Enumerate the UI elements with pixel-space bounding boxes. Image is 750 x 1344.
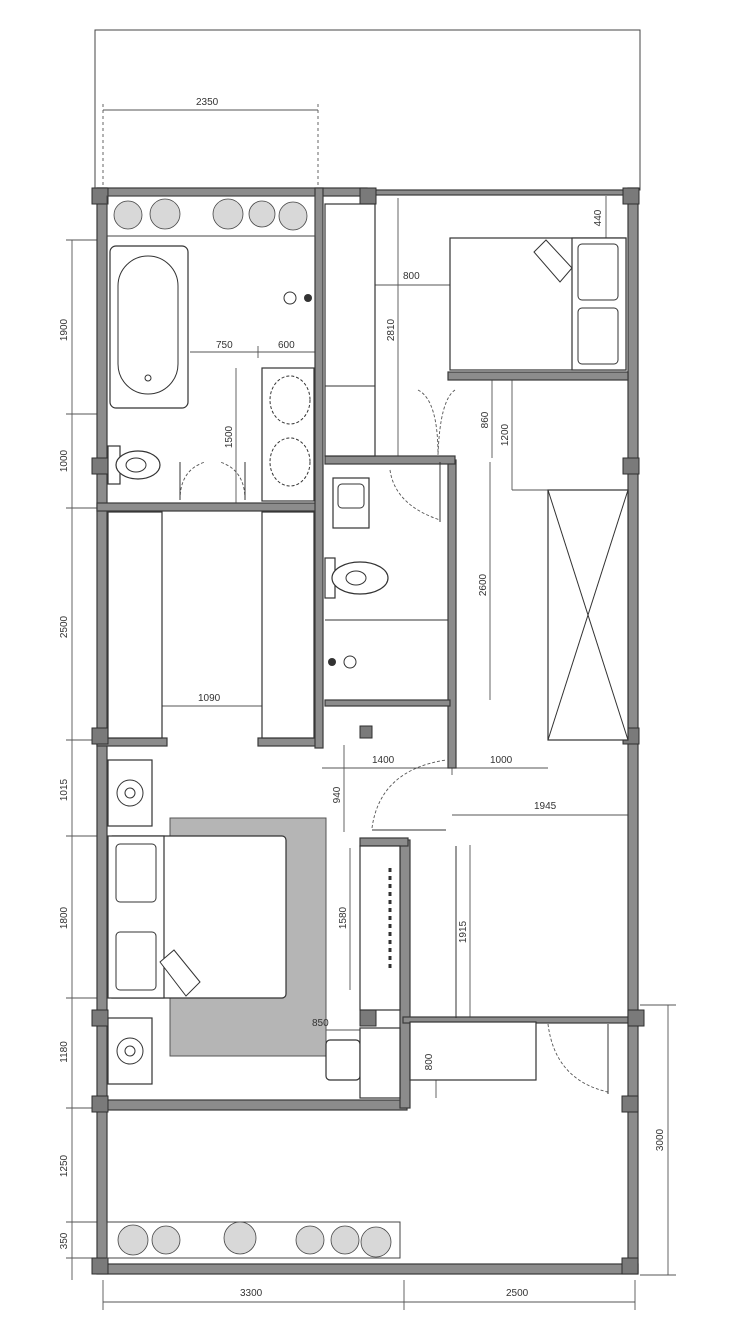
desk-chair [325,1027,401,1099]
stair-void [547,489,629,741]
dim-left-1000: 1000 [59,449,70,472]
dim-2810: 2810 [386,318,397,341]
wardrobes [107,203,376,739]
dim-left-1250: 1250 [59,1154,70,1177]
shower-secondary [325,619,448,669]
toilet-master-bath [107,445,161,485]
bath-door [179,461,246,501]
guest-bed-top [449,237,627,371]
dim-left-1015: 1015 [59,778,70,801]
dim-850: 850 [312,1018,329,1029]
dim-1400: 1400 [372,755,395,766]
dim-left-1900: 1900 [59,318,70,341]
balcony-area [409,846,609,1094]
dim-860: 860 [480,411,491,428]
dim-1915: 1915 [458,920,469,943]
dim-800-top: 800 [403,271,420,282]
dim-left-1800: 1800 [59,906,70,929]
planter-top [106,195,316,237]
dim-1200: 1200 [500,423,511,446]
secondary-bath-door [389,462,441,522]
shower-head-icon [283,291,312,305]
guest-bed-door [417,389,456,456]
basin-secondary [332,477,370,529]
toilet-secondary [324,557,389,599]
dim-940: 940 [332,786,343,803]
dim-1090: 1090 [198,693,221,704]
columns [91,187,645,1275]
dim-1000: 1000 [490,755,513,766]
master-bed [107,835,287,999]
dim-750: 750 [216,340,233,351]
dim-1500: 1500 [224,425,235,448]
dim-2600: 2600 [478,573,489,596]
bathtub [109,245,189,409]
dim-bottom-3300: 3300 [240,1288,263,1299]
dim-1580: 1580 [338,906,349,929]
dim-right-3000: 3000 [655,1128,666,1151]
nightstand-top [107,759,153,827]
dim-600: 600 [278,340,295,351]
dim-top-2350: 2350 [196,97,219,108]
dim-1945: 1945 [534,801,557,812]
wardrobe-master [359,845,401,1011]
planter-bottom [106,1221,401,1259]
dim-left-2500: 2500 [59,615,70,638]
dim-440: 440 [593,209,604,226]
dimension-labels: 2350 1900 1000 2500 1015 1800 1180 1250 … [59,97,666,1299]
dim-left-350: 350 [59,1232,70,1249]
master-door [371,759,447,831]
dim-800-bottom: 800 [424,1053,435,1070]
dim-bottom-2500: 2500 [506,1288,529,1299]
double-vanity [261,367,315,502]
dim-left-1180: 1180 [59,1041,70,1063]
nightstand-bottom [107,1017,153,1085]
